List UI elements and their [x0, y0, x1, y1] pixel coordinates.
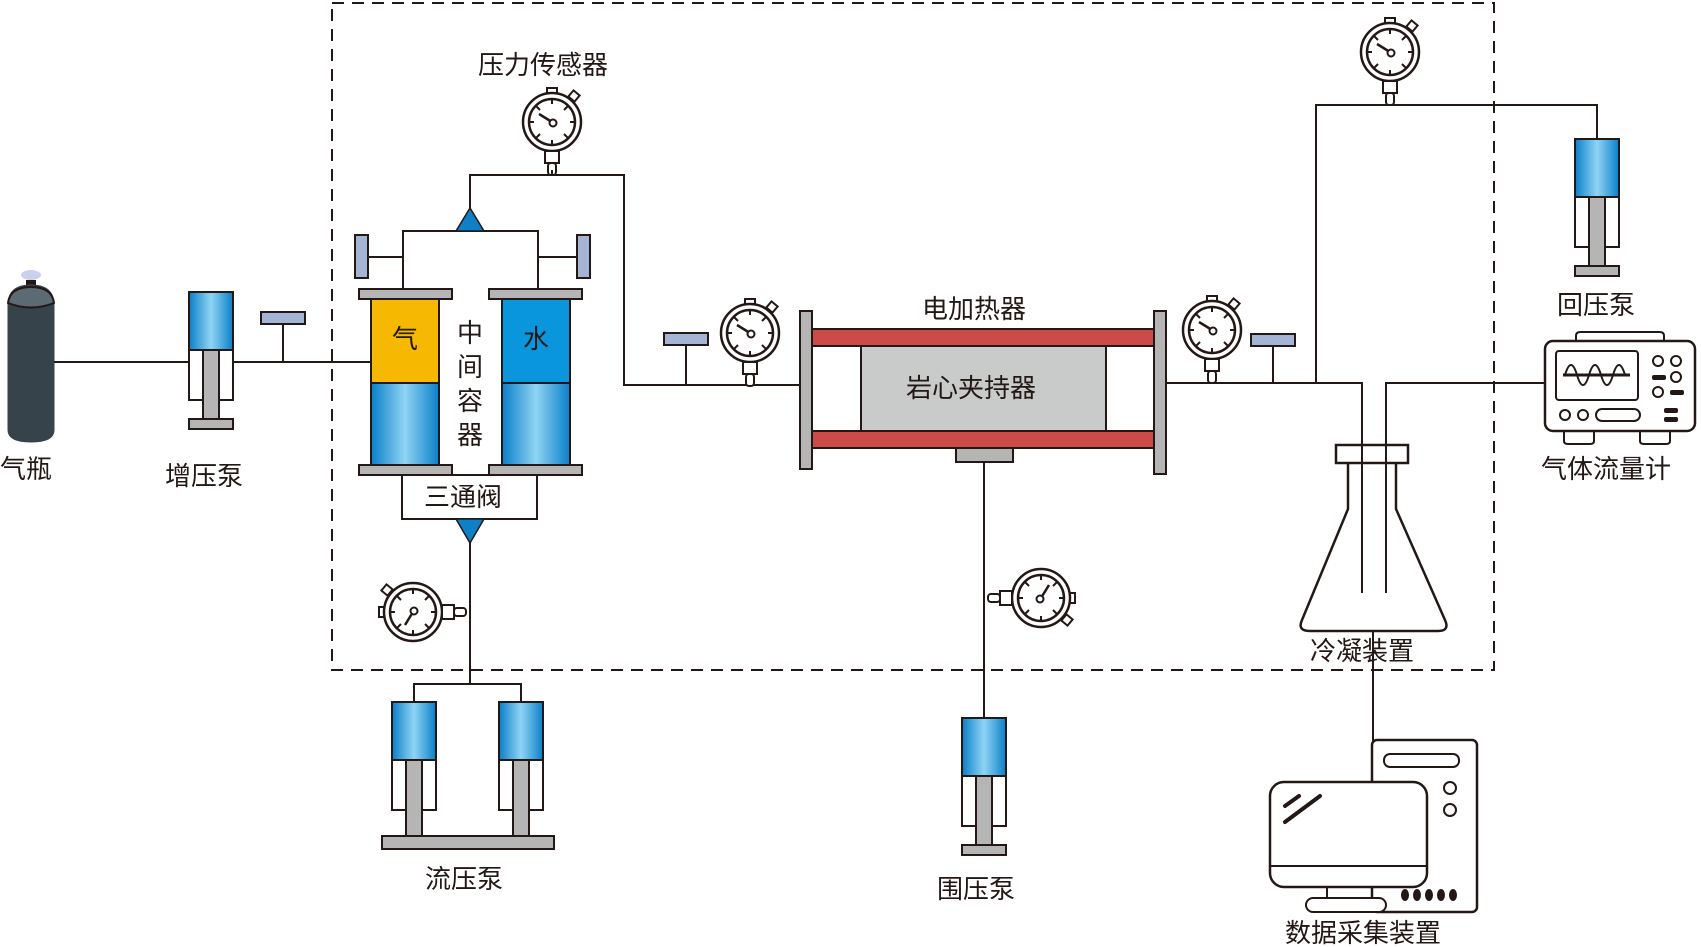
electric-heater-label: 电加热器	[922, 295, 1026, 325]
valve-handle-icon[interactable]	[354, 234, 369, 279]
gas-flowmeter-icon	[1543, 331, 1697, 445]
pressure-gauge-icon	[986, 567, 1077, 629]
confining-pressure-pump-label: 围压泵	[937, 875, 1015, 905]
gas-flowmeter-label: 气体流量计	[1541, 455, 1671, 485]
condenser-label: 冷凝装置	[1310, 637, 1414, 667]
back-pressure-pump-icon	[1574, 138, 1620, 277]
pressure-sensor-label: 压力传感器	[478, 51, 608, 81]
gas-cylinder-icon	[6, 270, 56, 443]
intermediate-container-icon	[358, 288, 583, 476]
valve-handle-icon[interactable]	[260, 311, 306, 325]
svg-text:器: 器	[457, 421, 483, 451]
flow-pump-icon	[391, 701, 437, 841]
three-way-valve-label: 三通阀	[424, 483, 502, 513]
svg-text:间: 间	[457, 353, 483, 383]
gas-cylinder-label: 气瓶	[0, 455, 52, 485]
booster-pump-icon	[188, 291, 234, 430]
intermediate-container-label: 中 间 容 器	[457, 319, 483, 451]
condenser-flask-icon	[1299, 443, 1448, 633]
valve-triangle-icon[interactable]	[454, 518, 486, 545]
system-boundary	[331, 2, 1495, 671]
pump-base	[381, 835, 555, 850]
core-holder-icon	[799, 310, 1167, 475]
valve-handle-icon[interactable]	[576, 234, 591, 279]
pressure-gauge-icon	[377, 581, 468, 643]
core-holder-label: 岩心夹持器	[906, 374, 1036, 404]
booster-pump-label: 增压泵	[165, 462, 243, 492]
confining-pump-icon	[961, 717, 1007, 856]
valve-triangle-icon[interactable]	[454, 206, 486, 232]
svg-text:中: 中	[457, 319, 483, 349]
data-acquisition-label: 数据采集装置	[1285, 919, 1441, 947]
water-chamber-label: 水	[523, 325, 549, 355]
back-pressure-pump-label: 回压泵	[1557, 291, 1635, 321]
pressure-gauge-icon	[719, 297, 781, 388]
data-acquisition-computer-icon	[1268, 738, 1479, 914]
pressure-gauge-icon	[1359, 16, 1421, 107]
flow-pump-icon	[498, 701, 544, 841]
svg-text:容: 容	[457, 387, 483, 417]
pressure-gauge-icon	[1181, 294, 1243, 385]
valve-handle-icon[interactable]	[663, 332, 709, 346]
pressure-gauge-icon	[521, 86, 583, 177]
valve-handle-icon[interactable]	[1250, 333, 1296, 347]
three-way-valve	[401, 474, 538, 520]
flow-pressure-pump-label: 流压泵	[425, 865, 503, 895]
gas-chamber-label: 气	[392, 325, 418, 355]
